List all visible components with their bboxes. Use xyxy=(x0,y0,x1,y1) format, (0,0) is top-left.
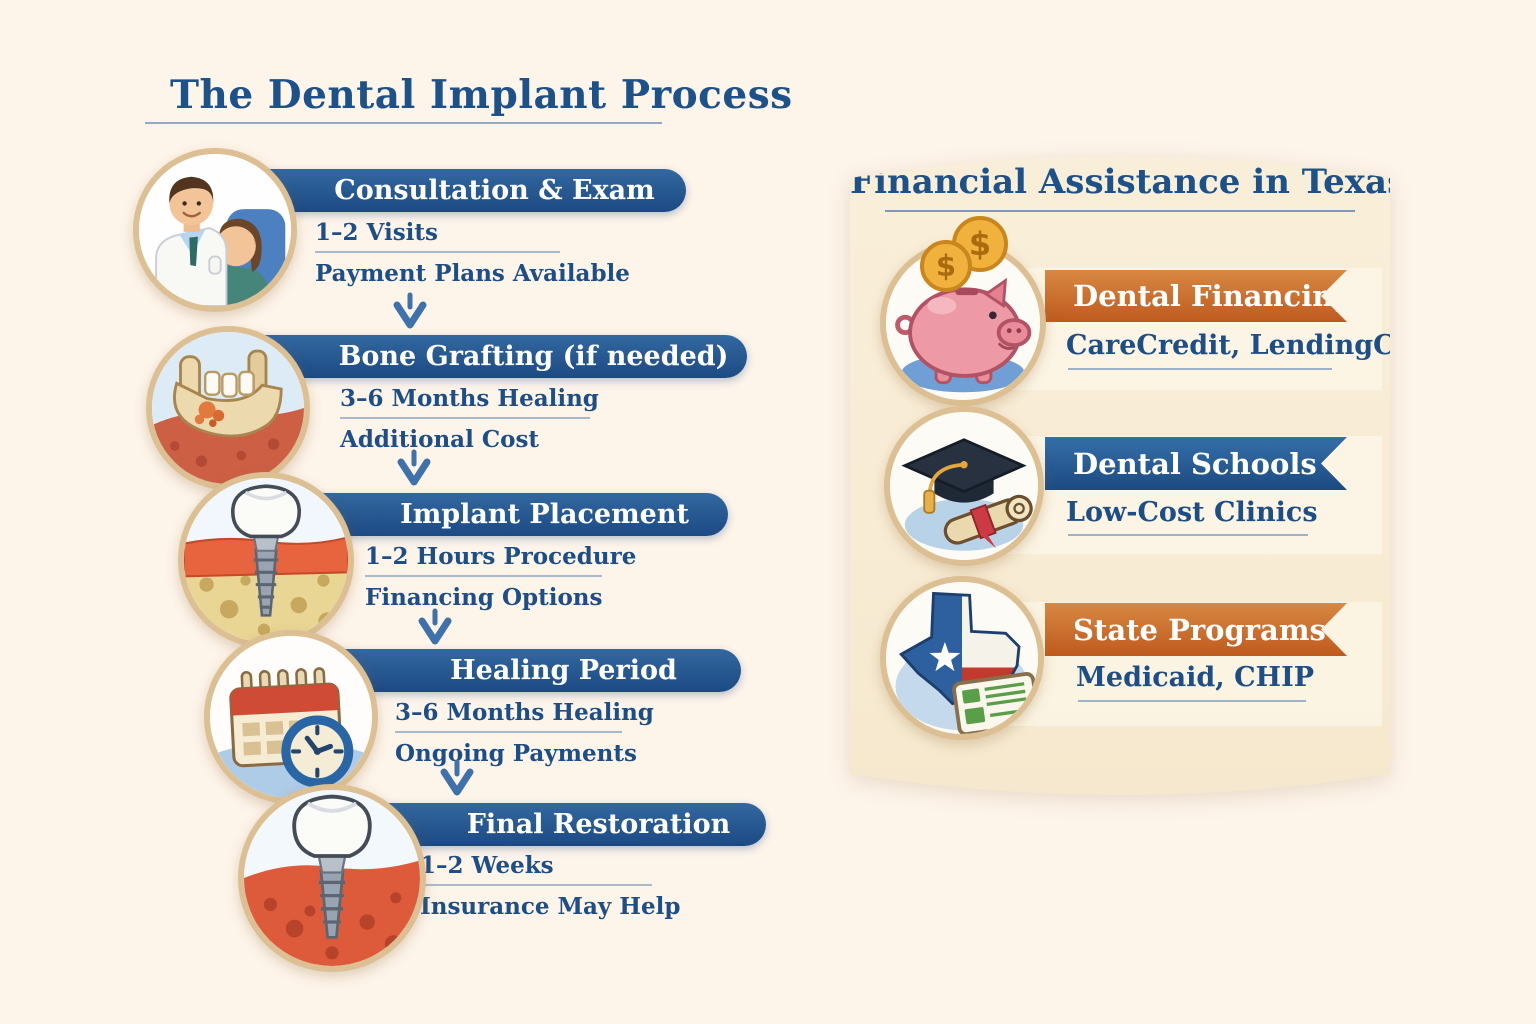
svg-text:$: $ xyxy=(936,249,956,283)
down-arrow-icon xyxy=(393,292,427,329)
detail-divider xyxy=(315,251,560,253)
step-detail-line2: Ongoing Payments xyxy=(395,740,637,767)
dentist-patient-icon xyxy=(133,148,297,312)
graduation-cap-diploma-icon xyxy=(884,406,1044,566)
step-detail-line2: Insurance May Help xyxy=(420,893,681,920)
page-title-underline xyxy=(145,122,662,124)
step-details: 1–2 Weeks Insurance May Help xyxy=(420,852,680,920)
step-details: 1–2 Visits Payment Plans Available xyxy=(315,219,630,287)
item-title-ribbon: State Programs xyxy=(1045,603,1347,656)
item-subtitle: Medicaid, CHIP xyxy=(1076,662,1315,693)
down-arrow-icon xyxy=(397,449,431,486)
svg-text:$: $ xyxy=(969,225,991,263)
item-title: State Programs xyxy=(1073,612,1326,647)
panel-title: Financial Assistance in Texas xyxy=(850,162,1407,202)
step-detail-line1: 1–2 Visits xyxy=(315,219,438,246)
item-subtitle: CareCredit, LendingClub xyxy=(1066,330,1444,361)
page-title: The Dental Implant Process xyxy=(170,72,793,118)
detail-divider xyxy=(395,731,622,733)
step-title-banner: Final Restoration xyxy=(331,803,766,846)
step-detail-line2: Payment Plans Available xyxy=(315,260,630,287)
item-subtitle-underline xyxy=(1068,534,1308,536)
step-detail-line1: 3–6 Months Healing xyxy=(340,385,599,412)
detail-divider xyxy=(420,884,652,886)
panel-background: Financial Assistance in Texas xyxy=(850,140,1390,816)
detail-divider xyxy=(365,575,602,577)
financial-assistance-panel: Financial Assistance in Texas xyxy=(850,140,1390,816)
texas-map-card-icon xyxy=(880,576,1044,740)
step-title: Final Restoration xyxy=(466,809,731,840)
item-subtitle-underline xyxy=(1078,700,1306,702)
coin-icon: $ $ xyxy=(914,214,1018,292)
step-title: Consultation & Exam xyxy=(334,175,655,206)
step-detail-line2: Additional Cost xyxy=(340,426,540,453)
step-detail-line1: 3–6 Months Healing xyxy=(395,699,654,726)
step-title: Bone Grafting (if needed) xyxy=(338,341,729,372)
step-details: 1–2 Hours Procedure Financing Options xyxy=(365,543,636,611)
item-title-ribbon: Dental Schools xyxy=(1045,437,1347,490)
item-subtitle: Low-Cost Clinics xyxy=(1066,497,1318,528)
item-title: Dental Schools xyxy=(1073,446,1317,481)
implant-placement-icon xyxy=(178,472,354,648)
down-arrow-icon xyxy=(440,759,474,796)
step-details: 3–6 Months Healing Additional Cost xyxy=(340,385,599,453)
crown-implant-icon xyxy=(238,784,426,972)
step-detail-line2: Financing Options xyxy=(365,584,603,611)
step-detail-line1: 1–2 Hours Procedure xyxy=(365,543,637,570)
step-title-banner: Consultation & Exam xyxy=(215,169,686,212)
down-arrow-icon xyxy=(418,608,452,645)
panel-title-underline xyxy=(885,210,1355,212)
step-title: Healing Period xyxy=(450,655,677,686)
item-title-ribbon: Dental Financing xyxy=(1045,270,1347,322)
detail-divider xyxy=(340,417,590,419)
item-title: Dental Financing xyxy=(1073,279,1354,313)
calendar-clock-icon xyxy=(204,630,378,804)
step-detail-line1: 1–2 Weeks xyxy=(420,852,554,879)
step-title-banner: Bone Grafting (if needed) xyxy=(228,335,747,378)
step-title: Implant Placement xyxy=(400,499,689,530)
item-subtitle-underline xyxy=(1068,368,1332,370)
step-details: 3–6 Months Healing Ongoing Payments xyxy=(395,699,654,767)
jawbone-graft-icon xyxy=(146,326,310,490)
